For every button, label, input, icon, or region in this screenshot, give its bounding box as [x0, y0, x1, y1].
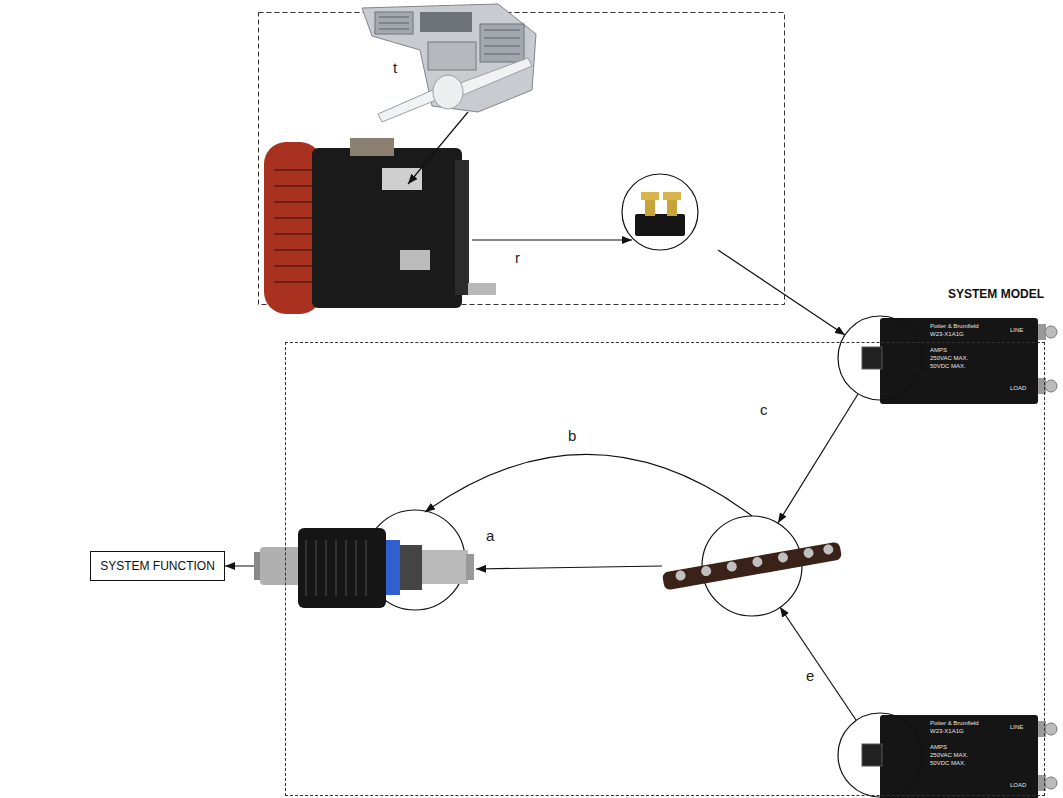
motor-body	[298, 528, 386, 608]
leader-arrows	[408, 112, 858, 720]
edge-letter: b	[568, 428, 576, 443]
shunt-illustration	[622, 174, 698, 250]
breaker-marking: W23-X1A1G	[930, 331, 964, 337]
bus-screw	[700, 565, 712, 577]
system-boundary: SYSTEM MODEL	[285, 342, 1045, 796]
generator-flange	[455, 160, 469, 295]
terminal-screw	[1045, 777, 1057, 789]
edge-letter: a	[486, 528, 494, 543]
box-label: SYSTEM FUNCTION	[100, 559, 215, 573]
motor-shaft-housing	[260, 547, 300, 585]
motor-illustration	[254, 510, 474, 610]
engine-block	[428, 42, 476, 70]
bus-screw	[675, 570, 687, 582]
circuit-breaker	[838, 713, 1057, 798]
bus-screw	[803, 547, 815, 559]
name-plate	[400, 250, 430, 270]
generator-bracket	[350, 138, 394, 156]
breaker-marking: 50VDC MAX.	[930, 760, 966, 766]
breaker-marking: Potter & Brumfield	[930, 720, 979, 726]
breaker-body	[880, 715, 1038, 798]
breaker-marking: 250VAC MAX.	[930, 752, 968, 758]
circuit-breaker	[838, 316, 1057, 404]
focus-circle	[622, 174, 698, 250]
motor-end-cap	[466, 554, 474, 580]
breaker-marking: AMPS	[930, 347, 947, 353]
motor-fins	[306, 540, 366, 596]
flow-arrow	[718, 250, 845, 335]
breaker-marking: W23-X1A1G	[930, 728, 964, 734]
breaker-button	[862, 347, 882, 369]
function-box: SYSTEM FUNCTION	[90, 551, 225, 581]
bus-screw	[726, 561, 738, 573]
propeller-blade	[452, 58, 532, 98]
breaker-marking: LINE	[1010, 327, 1023, 333]
flow-arrow	[476, 566, 662, 569]
shunt-terminal	[641, 192, 659, 200]
generator-body	[312, 148, 462, 308]
bus-bar-illustration	[662, 516, 842, 616]
generator-shaft	[468, 283, 496, 295]
terminal-screw	[1045, 380, 1057, 392]
breaker-button	[862, 744, 882, 766]
bus-screw	[752, 556, 764, 568]
terminal-screw	[1045, 723, 1057, 735]
engine-manifold	[420, 12, 472, 32]
breaker-marking: Potter & Brumfield	[930, 323, 979, 329]
shunt-base	[635, 214, 685, 236]
shunt-terminal	[667, 198, 677, 216]
propeller-spinner	[433, 75, 463, 109]
bus-bar	[662, 542, 842, 591]
motor-band	[386, 540, 400, 595]
name-plate	[382, 168, 422, 190]
flow-arrow	[472, 239, 632, 240]
edge-letter: r	[515, 250, 520, 265]
edge-letter: c	[760, 402, 768, 417]
flow-arrow	[425, 454, 752, 516]
edge-letter: e	[806, 668, 814, 683]
generator-illustration	[264, 138, 496, 314]
flow-arrow	[778, 394, 858, 523]
focus-circle	[838, 713, 922, 797]
region-heading: SYSTEM MODEL	[948, 287, 1044, 301]
shunt-terminal	[645, 198, 655, 216]
vent-slots	[274, 170, 312, 282]
bus-screw	[823, 544, 835, 556]
flow-arrow	[780, 607, 856, 720]
focus-circle	[838, 316, 922, 400]
motor-shaft-housing	[422, 550, 468, 584]
breaker-body	[880, 318, 1038, 404]
breaker-marking: AMPS	[930, 744, 947, 750]
motor-housing	[400, 545, 422, 590]
engine-illustration	[362, 4, 536, 122]
terminal-screw	[1045, 326, 1057, 338]
flow-arrow	[408, 112, 468, 184]
edge-letter: t	[393, 60, 397, 75]
bus-screw	[777, 552, 789, 564]
breaker-marking: LINE	[1010, 724, 1023, 730]
breaker-marking: LOAD	[1010, 782, 1026, 788]
breaker-marking: LOAD	[1010, 385, 1026, 391]
breaker-marking: 50VDC MAX.	[930, 363, 966, 369]
breaker-marking: 250VAC MAX.	[930, 355, 968, 361]
engine-body	[362, 4, 536, 112]
shunt-terminal	[663, 192, 681, 200]
